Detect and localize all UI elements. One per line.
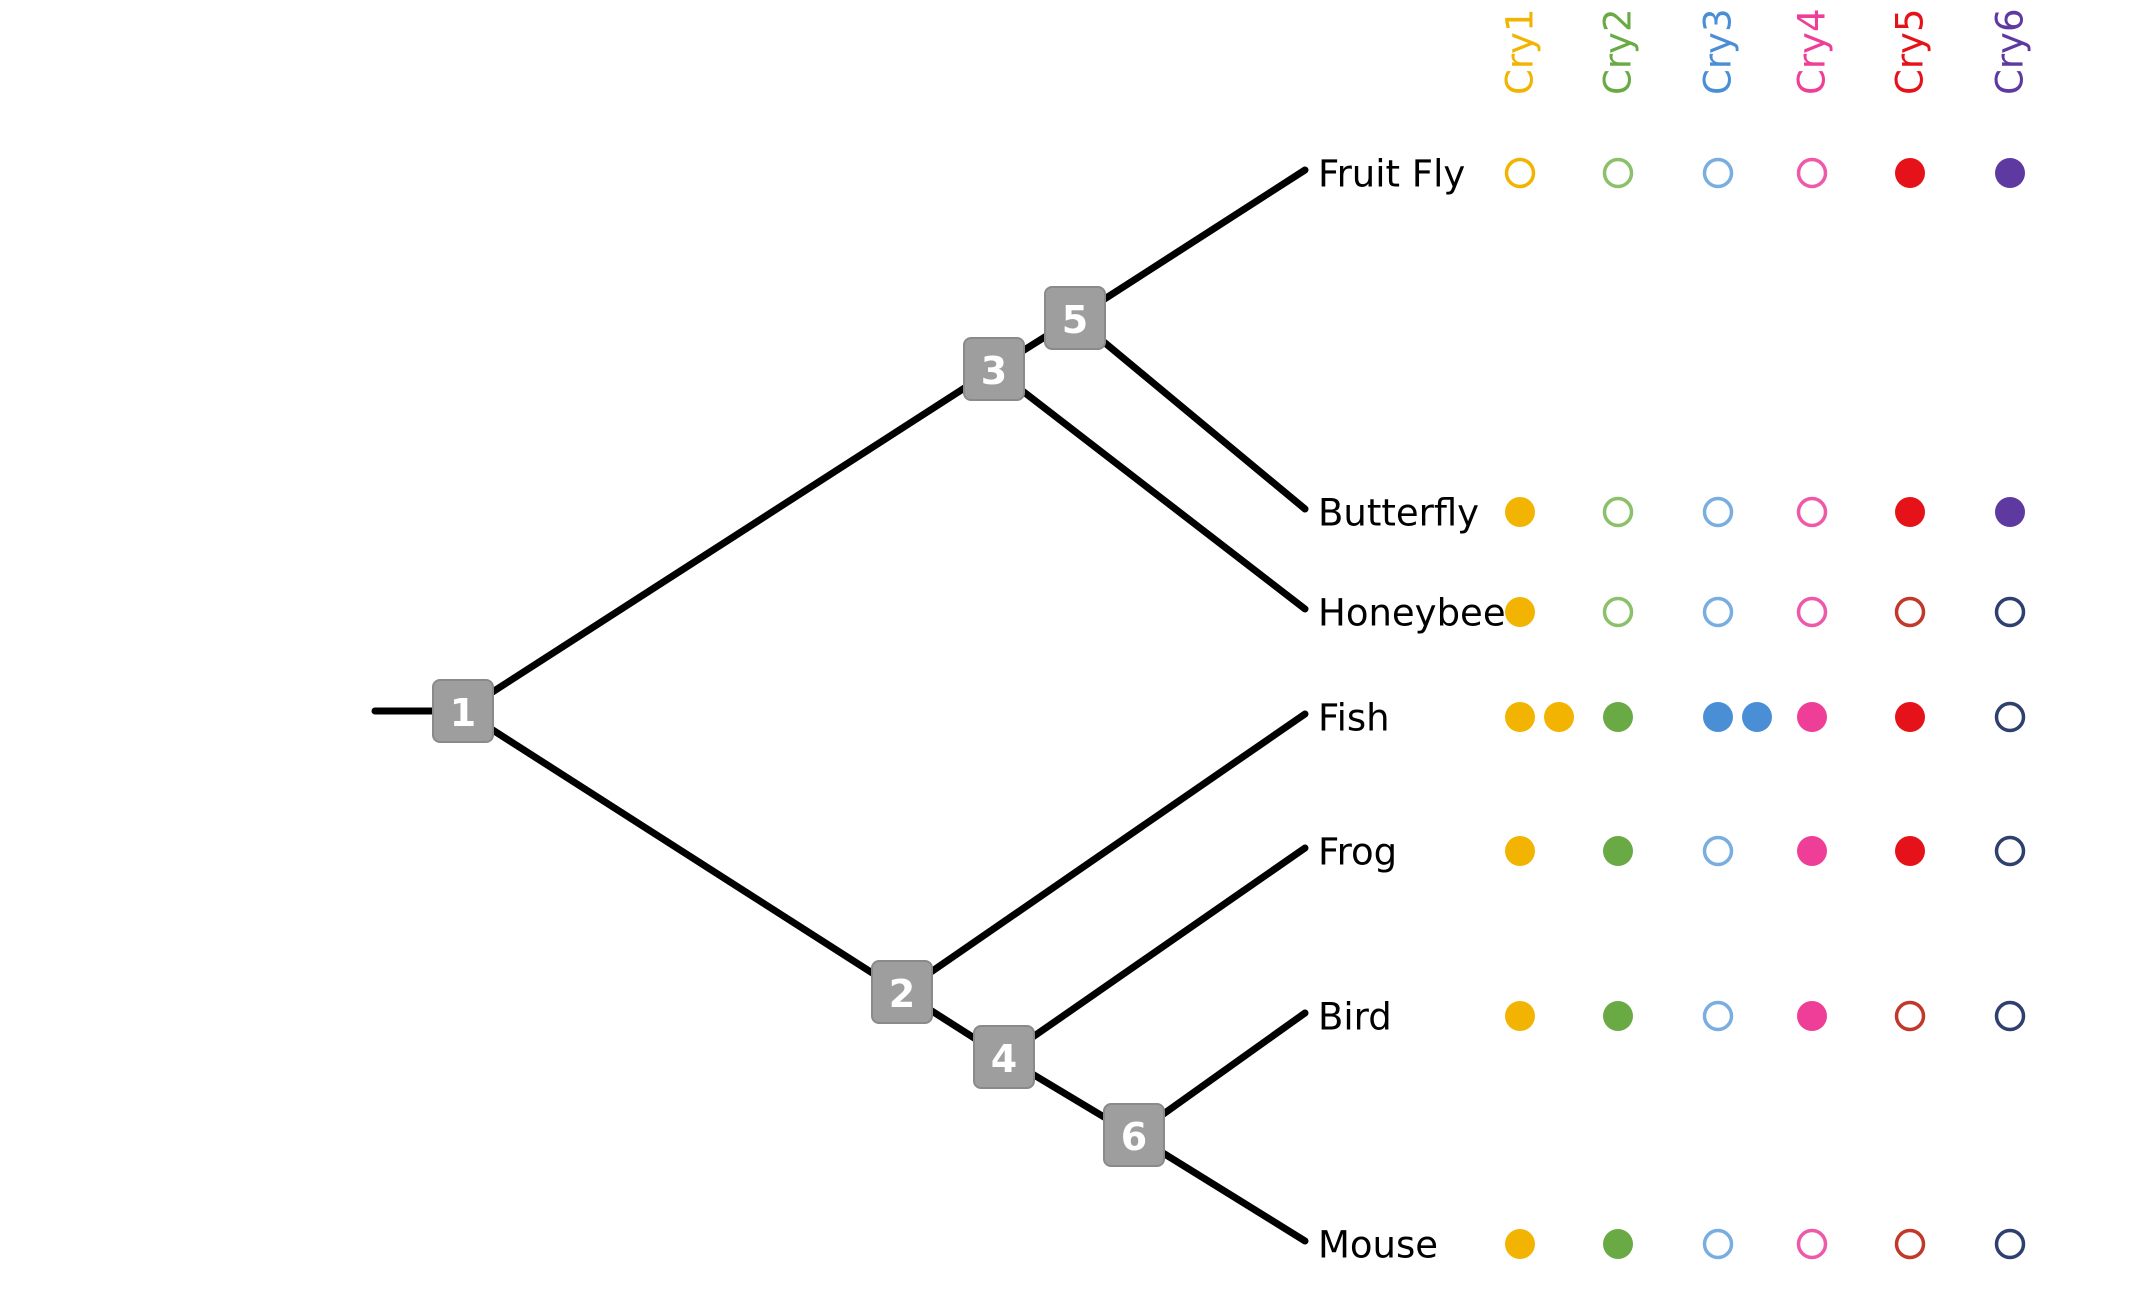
gene-absent-dot (1994, 596, 2026, 628)
species-label-fruit-fly: Fruit Fly (1318, 153, 1465, 196)
branch-3-honeybee (990, 365, 1309, 613)
gene-column-headers: Cry1 Cry2 Cry3 Cry4 Cry5 Cry6 (1499, 9, 2032, 95)
gene-present-dot (1797, 1001, 1827, 1031)
gene-absent-dot (1796, 496, 1828, 528)
gene-absent-dot (1796, 1228, 1828, 1260)
tree-branches (371, 166, 1309, 1245)
gene-header-cry2: Cry2 (1597, 9, 1640, 95)
node-box (973, 1025, 1035, 1089)
branch-5-fruitfly (1071, 166, 1309, 322)
gene-present-dot (1603, 702, 1633, 732)
node-box (1103, 1103, 1165, 1167)
gene-present-dot (1505, 1001, 1535, 1031)
gene-header-cry4: Cry4 (1791, 9, 1834, 95)
node-label: 5 (1062, 298, 1088, 342)
branch-1-2 (459, 707, 906, 996)
node-label: 4 (991, 1037, 1017, 1081)
species-label-frog: Frog (1318, 831, 1397, 874)
node-label: 2 (889, 972, 915, 1016)
node-label: 6 (1121, 1115, 1147, 1159)
gene-header-cry5: Cry5 (1889, 9, 1932, 95)
gene-absent-dot (1602, 496, 1634, 528)
species-label-honeybee: Honeybee (1318, 592, 1506, 635)
gene-absent-dot (1994, 1228, 2026, 1260)
gene-present-dot (1995, 158, 2025, 188)
gene-absent-dot (1894, 1228, 1926, 1260)
species-label-bird: Bird (1318, 996, 1392, 1039)
node-box (871, 960, 933, 1024)
node-6: 6 (1103, 1103, 1165, 1167)
gene-header-cry1: Cry1 (1499, 9, 1542, 95)
node-label: 3 (981, 349, 1007, 393)
gene-present-dot (1995, 497, 2025, 527)
node-3: 3 (963, 337, 1025, 401)
gene-present-dot (1603, 1001, 1633, 1031)
gene-present-dot (1703, 702, 1733, 732)
gene-absent-dot (1994, 835, 2026, 867)
gene-present-dot (1895, 702, 1925, 732)
gene-present-dot (1544, 702, 1574, 732)
gene-absent-dot (1894, 596, 1926, 628)
branch-2-fish (898, 710, 1309, 996)
gene-absent-dot (1894, 1000, 1926, 1032)
gene-present-dot (1505, 497, 1535, 527)
gene-absent-dot (1702, 1000, 1734, 1032)
gene-absent-dot (1796, 596, 1828, 628)
gene-present-dot (1797, 836, 1827, 866)
gene-present-dot (1505, 1229, 1535, 1259)
branch-4-frog (1000, 844, 1309, 1061)
gene-present-dot (1895, 497, 1925, 527)
gene-header-cry3: Cry3 (1697, 9, 1740, 95)
gene-absent-dot (1702, 835, 1734, 867)
gene-present-dot (1797, 702, 1827, 732)
branch-5-butterfly (1071, 314, 1309, 513)
gene-presence-matrix (1504, 157, 2026, 1260)
tree-nodes: 1 2 3 4 5 6 (432, 286, 1165, 1167)
gene-present-dot (1505, 702, 1535, 732)
gene-present-dot (1603, 836, 1633, 866)
branch-1-3 (459, 365, 998, 715)
gene-present-dot (1505, 597, 1535, 627)
node-2: 2 (871, 960, 933, 1024)
node-5: 5 (1044, 286, 1106, 350)
gene-absent-dot (1702, 596, 1734, 628)
node-label: 1 (450, 691, 476, 735)
gene-absent-dot (1602, 157, 1634, 189)
species-label-fish: Fish (1318, 697, 1390, 740)
gene-absent-dot (1702, 157, 1734, 189)
node-4: 4 (973, 1025, 1035, 1089)
gene-absent-dot (1702, 496, 1734, 528)
gene-absent-dot (1504, 157, 1536, 189)
gene-present-dot (1505, 836, 1535, 866)
gene-present-dot (1895, 158, 1925, 188)
species-label-butterfly: Butterfly (1318, 492, 1479, 535)
species-labels: Fruit FlyButterflyHoneybeeFishFrogBirdMo… (1318, 153, 1506, 1267)
gene-absent-dot (1994, 701, 2026, 733)
gene-present-dot (1603, 1229, 1633, 1259)
node-box (963, 337, 1025, 401)
gene-present-dot (1742, 702, 1772, 732)
gene-absent-dot (1702, 1228, 1734, 1260)
gene-absent-dot (1602, 596, 1634, 628)
node-box (432, 679, 494, 743)
species-label-mouse: Mouse (1318, 1224, 1438, 1267)
node-box (1044, 286, 1106, 350)
node-1: 1 (432, 679, 494, 743)
gene-absent-dot (1796, 157, 1828, 189)
gene-present-dot (1895, 836, 1925, 866)
gene-header-cry6: Cry6 (1989, 9, 2032, 95)
gene-absent-dot (1994, 1000, 2026, 1032)
